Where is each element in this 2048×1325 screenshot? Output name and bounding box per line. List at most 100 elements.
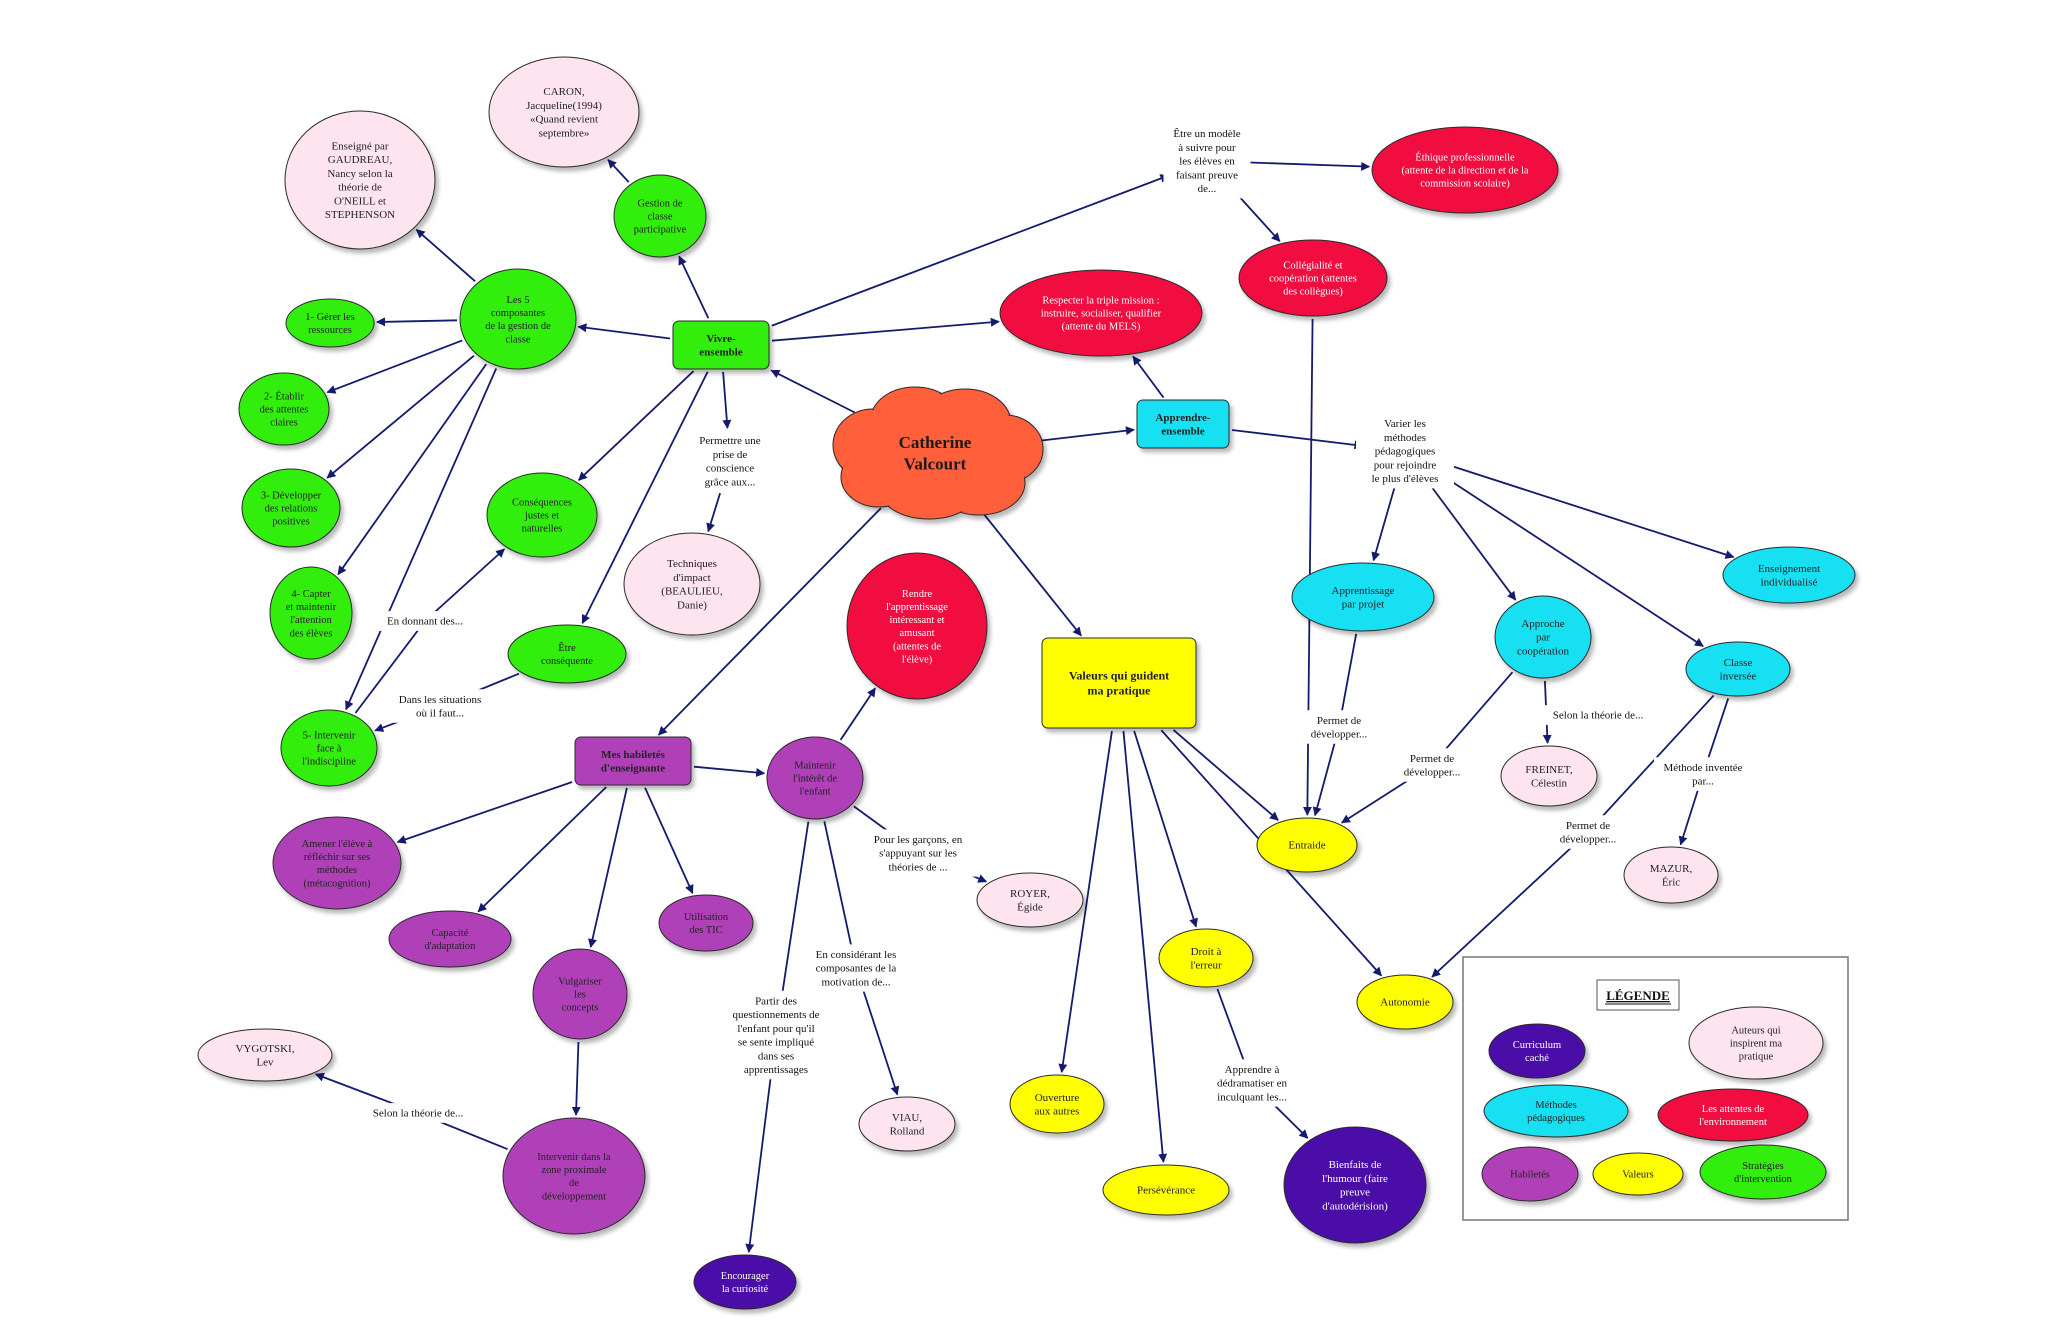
legend-item-valeurs-label: Valeurs	[1622, 1170, 1654, 1181]
connector-arrow	[581, 371, 709, 624]
connector-arrow	[588, 787, 628, 948]
node-entraide-label: Entraide	[1288, 840, 1325, 852]
connector-arrow	[771, 317, 1000, 342]
node-mazur: MAZUR,Éric	[1623, 846, 1719, 904]
node-vygotski-label: VYGOTSKI,Lev	[236, 1043, 295, 1069]
node-ethique-label: Éthique professionnelle(attente de la di…	[1401, 151, 1528, 189]
node-perseverance: Persévérance	[1102, 1164, 1230, 1216]
connector-arrow	[326, 354, 475, 479]
connector-arrow	[1425, 479, 1517, 601]
connector-arrow	[376, 317, 458, 327]
connector-arrow	[771, 174, 1170, 327]
node-entraide: Entraide	[1256, 817, 1358, 873]
node-apprendre-label: Apprendre-ensemble	[1155, 412, 1211, 438]
connector-arrow	[1371, 482, 1397, 562]
node-autonomie-label: Autonomie	[1380, 997, 1430, 1009]
connector-arrow	[396, 781, 573, 844]
connector-arrow	[706, 492, 721, 533]
connector-arrow	[571, 1041, 581, 1116]
connector-arrow	[1231, 429, 1364, 450]
legend-item-habiletes-label: Habiletés	[1510, 1170, 1550, 1181]
link-label-selon-theorie-freinet-text: Selon la théorie de...	[1553, 710, 1644, 722]
node-royer-label: ROYER,Égide	[1010, 888, 1050, 914]
connector-arrow	[337, 363, 487, 576]
node-vygotski: VYGOTSKI,Lev	[197, 1028, 333, 1082]
connector-arrow	[1172, 729, 1279, 821]
connector-arrow	[577, 370, 695, 481]
node-freinet: FREINET,Célestin	[1500, 745, 1598, 807]
connector-arrow	[345, 368, 498, 711]
connector-arrow	[770, 369, 856, 414]
node-vivre-label: Vivre-ensemble	[699, 333, 743, 359]
connector-arrow	[1133, 730, 1198, 928]
connector-arrow	[1058, 730, 1113, 1074]
legend-item-habiletes: Habiletés	[1481, 1146, 1579, 1202]
node-triple-label: Respecter la triple mission :instruire, …	[1041, 295, 1162, 332]
link-label-en-donnant-text: En donnant des...	[387, 616, 463, 628]
connector-arrow	[722, 371, 732, 429]
connector-arrow	[839, 687, 876, 741]
node-vivre: Vivre-ensemble	[672, 320, 770, 370]
connector-arrow	[1122, 730, 1168, 1163]
connector-arrow	[1132, 355, 1165, 399]
